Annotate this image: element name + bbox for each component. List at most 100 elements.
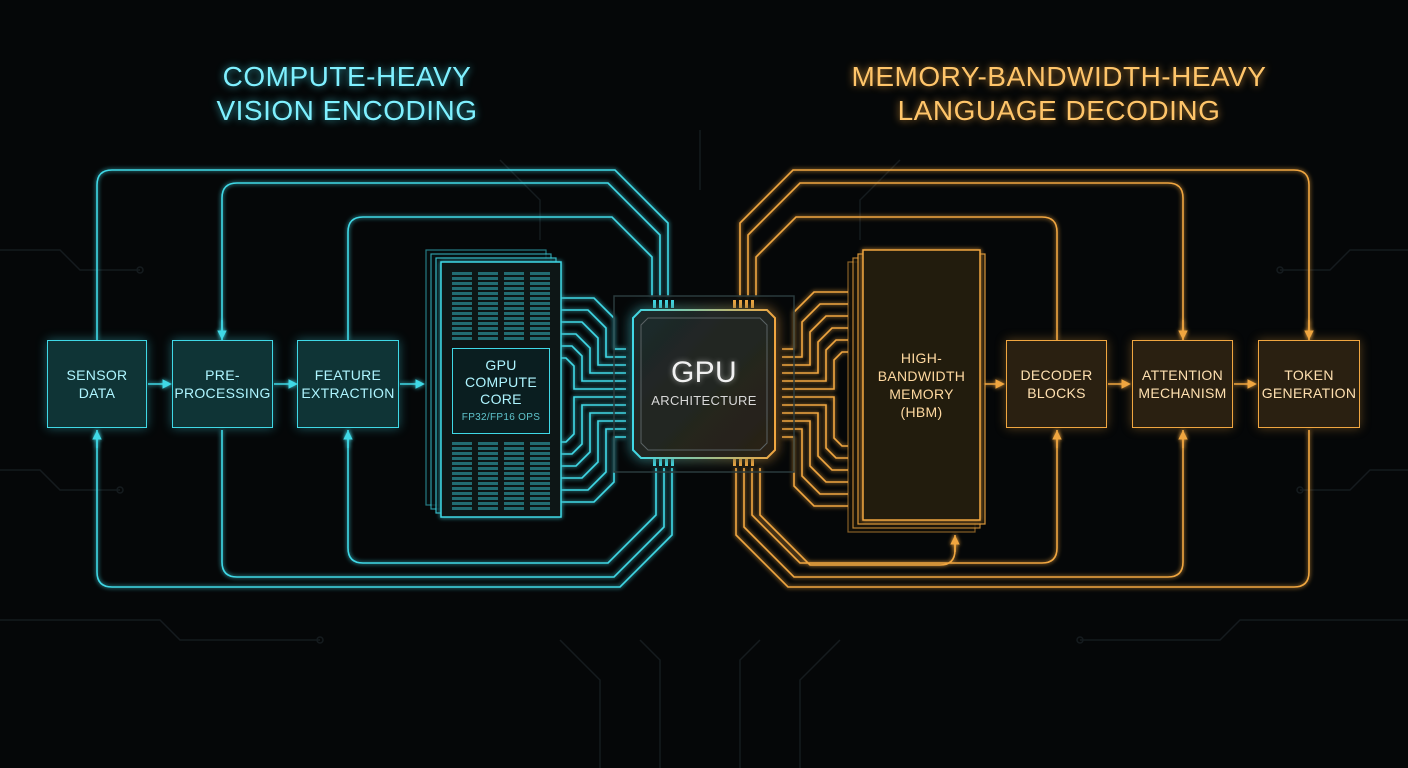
compute-core-cell [452, 507, 472, 510]
compute-core-cell [530, 277, 550, 280]
compute-core-cell [452, 492, 472, 495]
compute-core-cell [530, 507, 550, 510]
hbm-label-3: MEMORY [889, 386, 954, 402]
compute-flow-arrows [92, 320, 425, 448]
compute-core-cell [478, 462, 498, 465]
sensor-data-label-2: DATA [78, 385, 116, 401]
compute-core-cell [530, 317, 550, 320]
compute-core-cell [452, 307, 472, 310]
preprocessing-label-2: PROCESSING [174, 385, 271, 401]
compute-core-cell-grid [452, 272, 550, 510]
compute-core-cell [530, 297, 550, 300]
compute-core-cell [504, 492, 524, 495]
compute-core-cell [504, 277, 524, 280]
compute-core-cell [504, 322, 524, 325]
hbm-label-2: BANDWIDTH [877, 368, 966, 384]
compute-core-cell [504, 312, 524, 315]
compute-core-cell [452, 297, 472, 300]
compute-core-cell [504, 332, 524, 335]
compute-core-cell [530, 272, 550, 275]
compute-core-cell [478, 507, 498, 510]
hbm-label-1: HIGH- [900, 350, 943, 366]
compute-core-cell [504, 317, 524, 320]
compute-core-cell [452, 442, 472, 445]
memory-loop-lines [735, 169, 1310, 588]
compute-core-cell [530, 312, 550, 315]
compute-core-cell [478, 487, 498, 490]
compute-core-cell [530, 462, 550, 465]
compute-core-cell [504, 287, 524, 290]
compute-core-cell [478, 482, 498, 485]
compute-core-cell [452, 497, 472, 500]
compute-core-cell [478, 477, 498, 480]
sensor-data-block: SENSOR DATA [47, 340, 147, 428]
compute-core-cell [504, 457, 524, 460]
memory-flow-arrows [950, 320, 1314, 552]
compute-core-cell [504, 307, 524, 310]
compute-core-cell [452, 332, 472, 335]
compute-core-cell [452, 472, 472, 475]
gpu-chip [613, 295, 795, 473]
compute-core-cell [452, 482, 472, 485]
compute-core-cell [504, 302, 524, 305]
feature-extraction-block: FEATURE EXTRACTION [297, 340, 399, 428]
compute-core-cell [452, 447, 472, 450]
compute-core-cell [530, 502, 550, 505]
compute-core-cell [478, 497, 498, 500]
compute-loop-lines [96, 169, 673, 588]
decoder-label-2: BLOCKS [1027, 385, 1086, 401]
compute-heading: COMPUTE-HEAVY VISION ENCODING [97, 60, 597, 128]
gpu-subtitle: ARCHITECTURE [651, 393, 757, 408]
compute-core-cell [530, 497, 550, 500]
compute-core-cell [504, 487, 524, 490]
compute-core-cell [530, 447, 550, 450]
hbm-label-4: (HBM) [900, 404, 943, 420]
compute-core-cell [504, 472, 524, 475]
token-label-2: GENERATION [1261, 385, 1357, 401]
compute-core-cell [504, 477, 524, 480]
gpu-architecture-label: GPU ARCHITECTURE [641, 340, 767, 426]
compute-core-cell [504, 297, 524, 300]
decoder-label-1: DECODER [1020, 367, 1093, 383]
gpu-compute-core-label: GPU COMPUTE CORE FP32/FP16 OPS [452, 348, 550, 434]
compute-core-cell [530, 457, 550, 460]
compute-core-cell [478, 322, 498, 325]
compute-core-cell [452, 322, 472, 325]
compute-core-cell [478, 312, 498, 315]
compute-core-cell [530, 472, 550, 475]
preprocessing-label-1: PRE- [205, 367, 240, 383]
compute-core-cell [478, 467, 498, 470]
compute-core-cell [452, 457, 472, 460]
gpu-top-pins [653, 300, 754, 466]
compute-core-cell [530, 477, 550, 480]
memory-heading-line-1: MEMORY-BANDWIDTH-HEAVY [851, 61, 1267, 92]
compute-core-cell [504, 282, 524, 285]
compute-core-cell [530, 302, 550, 305]
compute-core-cell [504, 447, 524, 450]
compute-core-cell [452, 502, 472, 505]
compute-core-cell [504, 507, 524, 510]
compute-core-cell [478, 337, 498, 340]
compute-core-cell [452, 337, 472, 340]
compute-core-cell [452, 272, 472, 275]
compute-core-cell [452, 277, 472, 280]
compute-core-cell [504, 462, 524, 465]
compute-heading-line-1: COMPUTE-HEAVY [222, 61, 472, 92]
compute-core-cell [478, 452, 498, 455]
compute-core-cell [452, 477, 472, 480]
compute-core-cell [478, 447, 498, 450]
background-circuit-traces [0, 130, 1408, 768]
compute-core-cell [530, 442, 550, 445]
compute-core-cell [530, 332, 550, 335]
compute-core-cell [530, 292, 550, 295]
compute-core-cell [504, 337, 524, 340]
compute-core-cell [478, 472, 498, 475]
compute-core-cell [452, 292, 472, 295]
token-generation-block: TOKEN GENERATION [1258, 340, 1360, 428]
compute-core-cell [452, 462, 472, 465]
compute-core-cell [530, 322, 550, 325]
compute-core-label-2: COMPUTE [464, 374, 538, 390]
compute-core-cell [452, 312, 472, 315]
compute-core-cell [452, 302, 472, 305]
compute-core-cell [478, 332, 498, 335]
